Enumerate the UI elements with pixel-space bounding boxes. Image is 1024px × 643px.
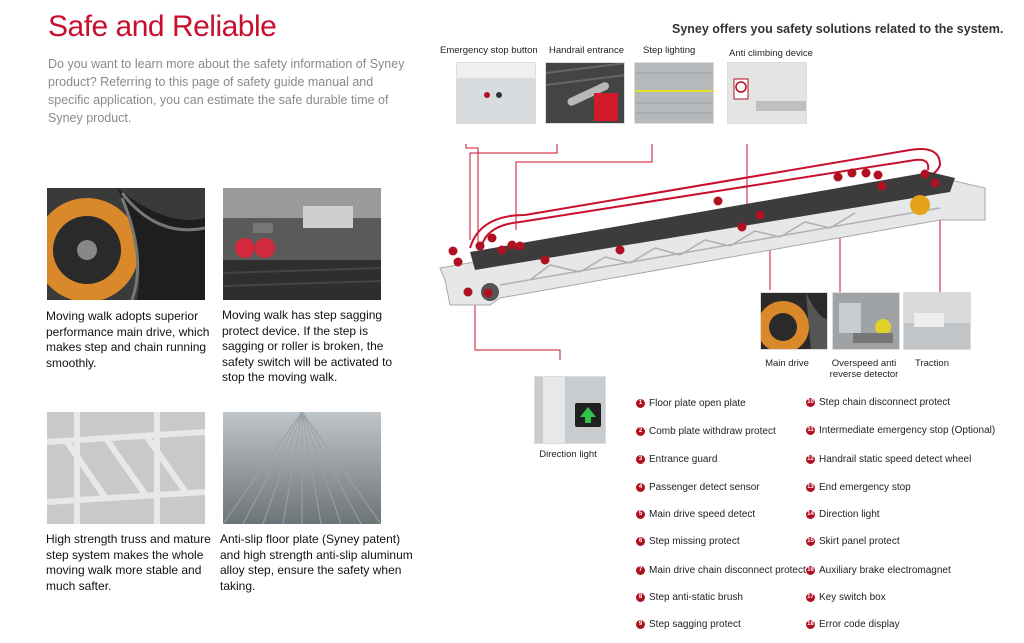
feature-text-main-drive: Moving walk adopts superior performance … <box>46 309 210 370</box>
feature-text-truss: High strength truss and mature step syst… <box>46 532 211 593</box>
overspeed-detector-thumb <box>832 292 900 350</box>
label-step-lighting: Step lighting <box>643 45 696 56</box>
step-sagging-photo <box>223 188 381 300</box>
handrail-entrance-photo <box>545 62 625 124</box>
truss-photo <box>47 412 205 524</box>
moving-walk-diagram <box>439 144 986 360</box>
label-anti-climbing-device: Anti climbing device <box>729 48 813 59</box>
intro-paragraph: Do you want to learn more about the safe… <box>48 57 405 125</box>
traction-thumb <box>903 292 971 350</box>
label-direction-light: Direction light <box>539 449 597 460</box>
main-drive-thumb <box>760 292 828 350</box>
floor-plate-photo <box>223 412 381 524</box>
label-main-drive: Main drive <box>765 358 809 369</box>
anti-climbing-device-photo <box>727 62 807 124</box>
label-traction: Traction <box>915 358 949 369</box>
label-handrail-entrance: Handrail entrance <box>549 45 624 56</box>
direction-light-photo <box>534 376 606 444</box>
emergency-stop-button-photo <box>456 62 536 124</box>
diagram-markers <box>448 168 940 298</box>
feature-text-step-sagging: Moving walk has step sagging protect dev… <box>222 308 393 384</box>
label-overspeed-detector: Overspeed anti reverse detector <box>829 358 899 380</box>
page-title: Safe and Reliable <box>48 10 277 43</box>
step-lighting-photo <box>634 62 714 124</box>
diagram-heading: Syney offers you safety solutions relate… <box>672 22 1004 36</box>
label-emergency-stop-button: Emergency stop button <box>440 45 538 56</box>
feature-text-floor-plate: Anti-slip floor plate (Syney patent) and… <box>220 532 413 593</box>
main-drive-photo <box>47 188 205 300</box>
